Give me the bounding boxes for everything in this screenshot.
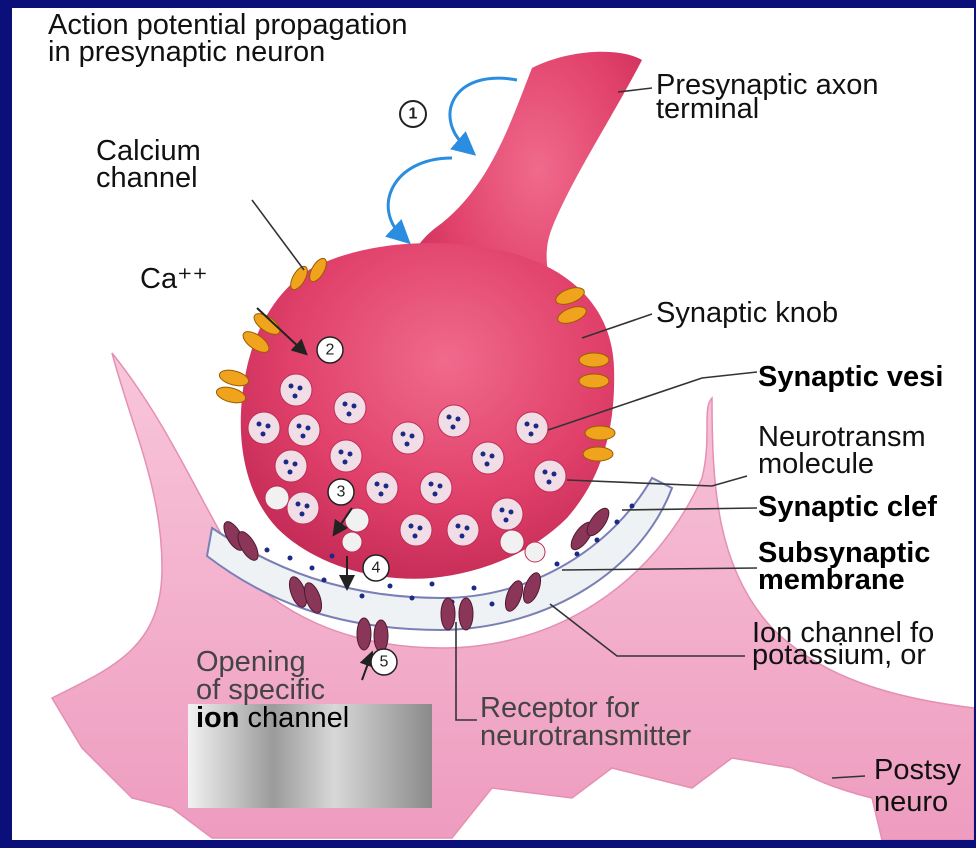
label-subsynaptic-membrane: Subsynaptic membrane bbox=[758, 540, 930, 594]
label-synaptic-cleft: Synaptic clef bbox=[758, 494, 937, 521]
label-synaptic-knob: Synaptic knob bbox=[656, 300, 838, 327]
label-ca-ion: Ca⁺⁺ bbox=[140, 266, 208, 293]
step-3: 3 bbox=[337, 484, 346, 501]
label-calcium-channel: Calcium channel bbox=[96, 138, 201, 192]
diagram-panel: 1 2 3 4 5 Action potential propagation i… bbox=[12, 8, 974, 840]
label-postsynaptic-neuron: Postsy neuro bbox=[874, 754, 961, 818]
step-2: 2 bbox=[326, 342, 335, 359]
step-5: 5 bbox=[380, 654, 389, 671]
label-ion-channel: Ion channel fo potassium, or bbox=[752, 622, 934, 666]
label-neurotransmitter-molecule: Neurotransm molecule bbox=[758, 424, 926, 478]
step-4: 4 bbox=[372, 560, 381, 577]
label-opening-ion-channel: Opening of specific ion channel bbox=[196, 648, 349, 732]
label-synaptic-vesicle: Synaptic vesi bbox=[758, 364, 943, 391]
label-receptor: Receptor for neurotransmitter bbox=[480, 694, 691, 750]
label-action-potential: Action potential propagation in presynap… bbox=[48, 12, 408, 66]
label-presynaptic-axon-terminal: Presynaptic axon terminal bbox=[656, 72, 878, 119]
step-1: 1 bbox=[409, 106, 418, 123]
